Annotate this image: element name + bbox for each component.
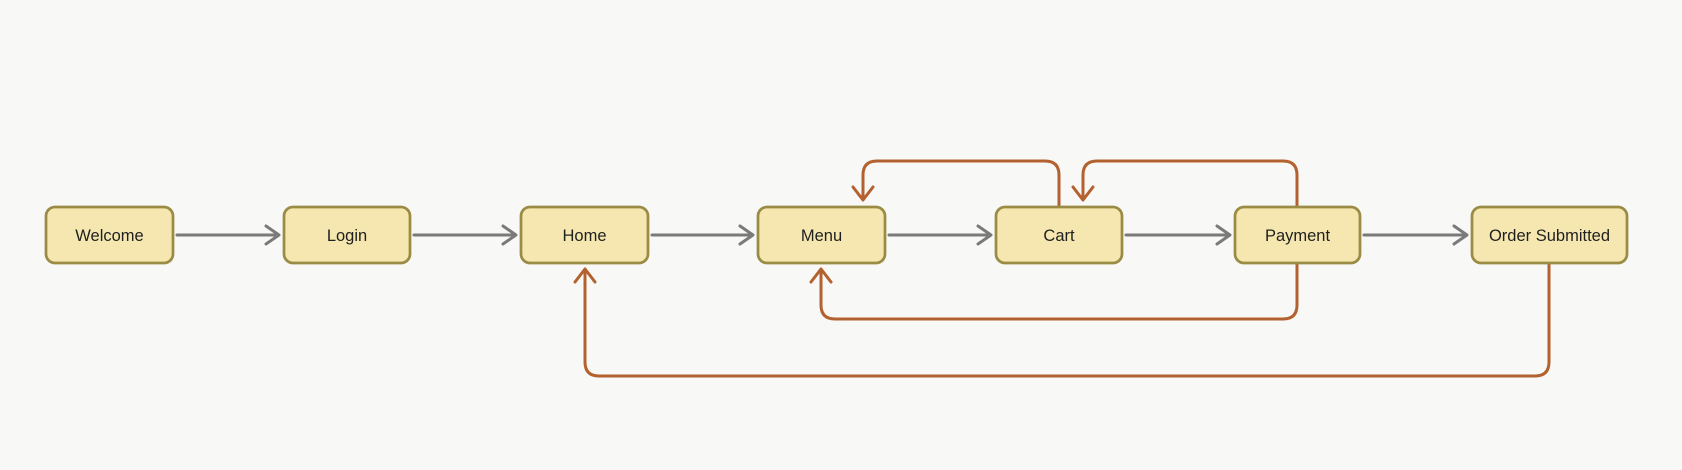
node-label: Home bbox=[562, 227, 606, 245]
return-edge-line bbox=[1081, 159, 1299, 209]
node-label: Menu bbox=[801, 227, 842, 245]
node-menu[interactable]: Menu bbox=[756, 205, 887, 265]
arrowhead-up-icon bbox=[573, 267, 597, 284]
arrowhead-right-icon bbox=[1452, 224, 1469, 246]
return-edge-order_submitted-to-home[interactable] bbox=[573, 261, 1551, 378]
node-box bbox=[1470, 205, 1629, 265]
flow-edge-menu-to-cart[interactable] bbox=[887, 224, 993, 246]
node-login[interactable]: Login bbox=[282, 205, 412, 265]
flow-edge-welcome-to-login[interactable] bbox=[175, 224, 281, 246]
flow-edge-login-to-home[interactable] bbox=[412, 224, 518, 246]
return-edge-payment-to-menu[interactable] bbox=[809, 261, 1299, 321]
node-box bbox=[1233, 205, 1362, 265]
arrowhead-down-icon bbox=[1071, 185, 1095, 202]
node-payment[interactable]: Payment bbox=[1233, 205, 1362, 265]
node-label: Login bbox=[327, 227, 367, 245]
arrowhead-right-icon bbox=[738, 224, 755, 246]
flow-edge-home-to-menu[interactable] bbox=[650, 224, 755, 246]
node-cart[interactable]: Cart bbox=[994, 205, 1124, 265]
node-box bbox=[756, 205, 887, 265]
node-label: Order Submitted bbox=[1489, 227, 1610, 245]
node-label: Cart bbox=[1043, 227, 1075, 245]
arrowhead-right-icon bbox=[264, 224, 281, 246]
node-label: Welcome bbox=[75, 227, 143, 245]
flow-edge-cart-to-payment[interactable] bbox=[1124, 224, 1232, 246]
return-edge-line bbox=[583, 261, 1551, 378]
node-welcome[interactable]: Welcome bbox=[44, 205, 175, 265]
arrowhead-right-icon bbox=[1215, 224, 1232, 246]
flow-edge-payment-to-order_submitted[interactable] bbox=[1362, 224, 1469, 246]
arrowhead-down-icon bbox=[851, 185, 875, 202]
return-edge-line bbox=[819, 261, 1299, 321]
node-box bbox=[994, 205, 1124, 265]
node-box bbox=[44, 205, 175, 265]
arrowhead-right-icon bbox=[976, 224, 993, 246]
return-edge-line bbox=[861, 159, 1061, 209]
arrowhead-up-icon bbox=[809, 267, 833, 284]
node-order_submitted[interactable]: Order Submitted bbox=[1470, 205, 1629, 265]
node-box bbox=[282, 205, 412, 265]
return-edge-payment-to-cart[interactable] bbox=[1071, 159, 1299, 209]
node-home[interactable]: Home bbox=[519, 205, 650, 265]
node-label: Payment bbox=[1265, 227, 1331, 245]
return-edge-cart-to-menu[interactable] bbox=[851, 159, 1061, 209]
arrowhead-right-icon bbox=[501, 224, 518, 246]
node-box bbox=[519, 205, 650, 265]
